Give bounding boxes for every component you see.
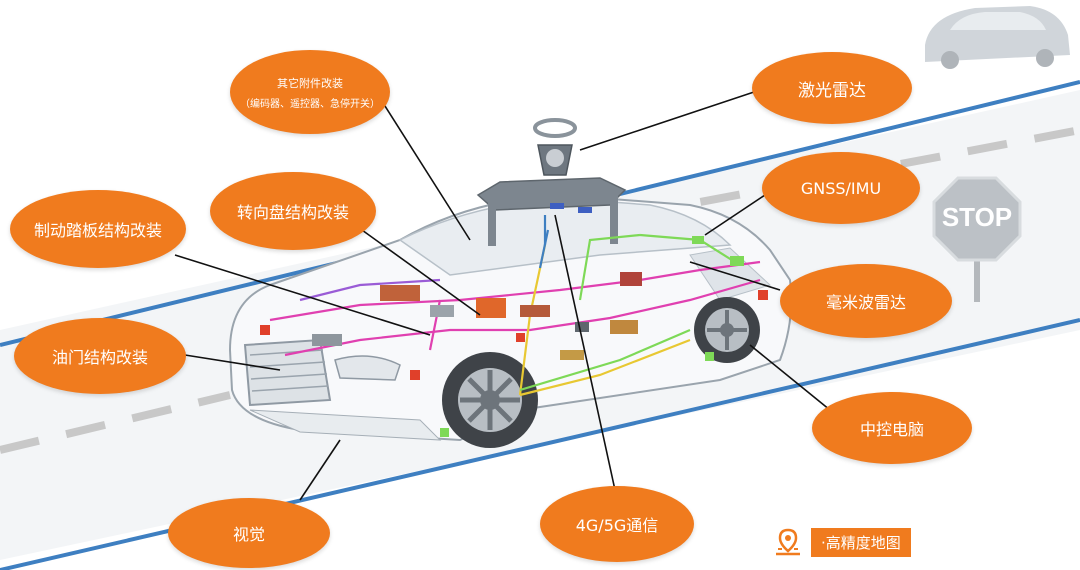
steering-label: 转向盘结构改装 bbox=[236, 203, 349, 222]
leader-lines bbox=[174, 89, 831, 501]
bubble-central-computer: 中控电脑 bbox=[812, 392, 972, 464]
throttle-label: 油门结构改装 bbox=[51, 348, 148, 367]
comm-label: 4G/5G通信 bbox=[575, 516, 659, 535]
bubble-vision: 视觉 bbox=[168, 498, 330, 568]
bubble-throttle: 油门结构改装 bbox=[14, 318, 186, 394]
map-pin-icon bbox=[776, 528, 800, 556]
accessories-label: 其它附件改装 bbox=[277, 76, 343, 90]
bubble-brake: 制动踏板结构改装 bbox=[10, 190, 186, 268]
central-computer-label: 中控电脑 bbox=[859, 420, 924, 439]
bubble-gnss-imu: GNSS/IMU bbox=[762, 152, 920, 224]
accessories-sublabel: （编码器、遥控器、急停开关） bbox=[240, 98, 380, 110]
rear-wheel bbox=[694, 297, 760, 363]
bubble-lidar: 激光雷达 bbox=[752, 52, 912, 124]
car-body bbox=[228, 193, 793, 448]
roof-rack bbox=[476, 177, 627, 246]
hd-map-label: ·高精度地图 bbox=[811, 527, 911, 557]
gnss-imu-label: GNSS/IMU bbox=[800, 178, 882, 198]
front-wheel bbox=[442, 352, 538, 448]
bubble-mmwave-radar: 毫米波雷达 bbox=[780, 264, 952, 338]
vision-label: 视觉 bbox=[232, 525, 265, 544]
road-center-dash-left bbox=[0, 391, 231, 454]
bubble-comm: 4G/5G通信 bbox=[540, 486, 694, 562]
bubble-steering: 转向盘结构改装 bbox=[210, 172, 376, 250]
brake-label: 制动踏板结构改装 bbox=[33, 221, 162, 240]
distant-car bbox=[925, 6, 1070, 69]
stop-sign: STOP bbox=[932, 176, 1022, 302]
stop-sign-text: STOP bbox=[942, 202, 1012, 232]
hd-map-legend: ·高精度地图 bbox=[773, 527, 911, 557]
mmwave-radar-label: 毫米波雷达 bbox=[825, 293, 906, 312]
lidar-label: 激光雷达 bbox=[798, 80, 866, 101]
lidar-unit bbox=[533, 118, 577, 176]
bubble-accessories: 其它附件改装 （编码器、遥控器、急停开关） bbox=[230, 50, 390, 134]
component-modules bbox=[260, 203, 768, 437]
